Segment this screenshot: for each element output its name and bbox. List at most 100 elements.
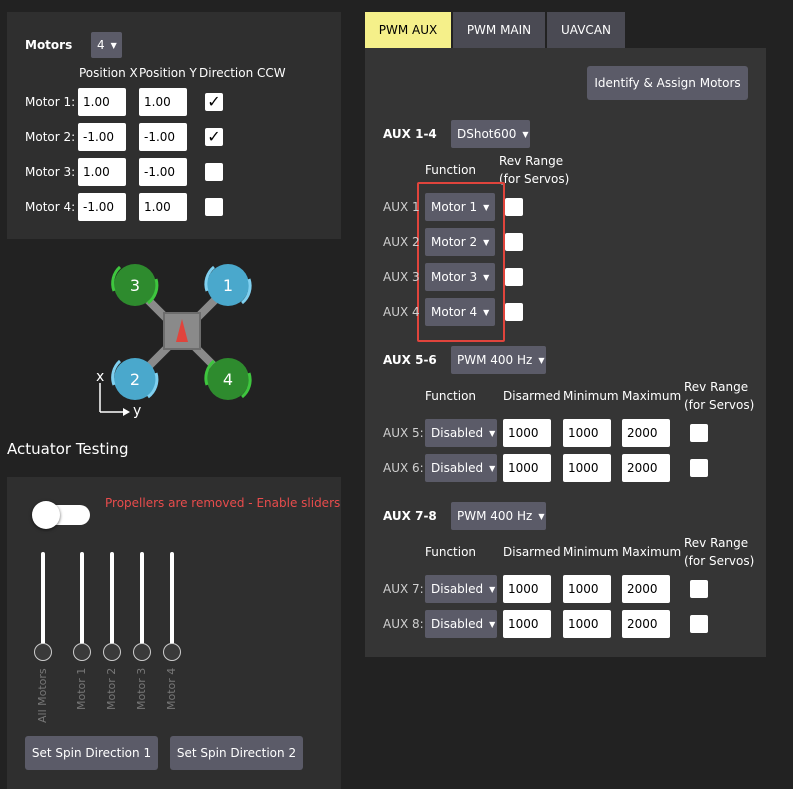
col-disarmed: Disarmed <box>503 545 561 559</box>
motor-4-position-x[interactable]: -1.00 <box>78 193 126 221</box>
motor-count-dropdown[interactable]: 4▼ <box>91 32 122 58</box>
aux-7-disarmed-input[interactable]: 1000 <box>503 575 551 603</box>
quad-diagram: 3 1 2 4 x y <box>96 264 252 419</box>
tab-pwm-main[interactable]: PWM MAIN <box>453 12 545 48</box>
chevron-down-icon: ▼ <box>483 237 490 247</box>
aux-2-function-value: Motor 2 <box>431 235 478 249</box>
axis-x-label: x <box>96 369 104 385</box>
col-position-x: Position X <box>79 66 138 80</box>
slider-knob[interactable] <box>103 643 121 661</box>
chevron-down-icon: ▼ <box>489 428 496 438</box>
col-rev-range: Rev Range <box>499 154 564 168</box>
aux-5-minimum-input[interactable]: 1000 <box>563 419 611 447</box>
slider-motor-4[interactable] <box>170 552 174 652</box>
chevron-down-icon: ▼ <box>483 272 490 282</box>
motor-4-position-y[interactable]: 1.00 <box>139 193 187 221</box>
motor-1-label: 1 <box>223 276 233 295</box>
chevron-down-icon: ▼ <box>489 463 496 473</box>
motor-1-position-x[interactable]: 1.00 <box>78 88 126 116</box>
aux-8-rev-range-checkbox[interactable] <box>690 615 708 633</box>
col-rev-range-sub: (for Servos) <box>684 398 755 412</box>
motor-2-position-x[interactable]: -1.00 <box>78 123 126 151</box>
motor-1-ccw-checkbox[interactable]: ✓ <box>205 93 223 111</box>
chevron-down-icon: ▼ <box>522 129 529 139</box>
motor-4-label: 4 <box>223 370 233 389</box>
rotation-arrow-icon <box>204 359 216 386</box>
identify-assign-motors-button[interactable]: Identify & Assign Motors <box>587 66 748 100</box>
aux-5-6-protocol-dropdown[interactable]: PWM 400 Hz▼ <box>451 346 546 374</box>
set-spin-direction-2-button[interactable]: Set Spin Direction 2 <box>170 736 303 770</box>
col-position-y: Position Y <box>139 66 197 80</box>
slider-motor-2[interactable] <box>110 552 114 652</box>
motor-4-ccw-checkbox[interactable] <box>205 198 223 216</box>
rotation-arrow-icon <box>111 359 122 386</box>
aux-5-6-title: AUX 5-6 <box>383 353 437 367</box>
aux-5-disarmed-input[interactable]: 1000 <box>503 419 551 447</box>
actuator-testing-title: Actuator Testing <box>7 440 129 458</box>
aux-5-maximum-input[interactable]: 2000 <box>622 419 670 447</box>
aux-5-6-protocol-value: PWM 400 Hz <box>457 353 533 367</box>
motor-2-ccw-checkbox[interactable]: ✓ <box>205 128 223 146</box>
aux-row-label: AUX 5: <box>383 426 424 440</box>
slider-knob[interactable] <box>34 643 52 661</box>
aux-3-function-dropdown[interactable]: Motor 3▼ <box>425 263 495 291</box>
aux-8-disarmed-input[interactable]: 1000 <box>503 610 551 638</box>
aux-6-function-value: Disabled <box>431 461 484 475</box>
col-rev-range-sub: (for Servos) <box>684 554 755 568</box>
motor-1-position-y[interactable]: 1.00 <box>139 88 187 116</box>
axis-y-arrow-icon <box>123 408 130 416</box>
aux-5-rev-range-checkbox[interactable] <box>690 424 708 442</box>
col-rev-range-sub: (for Servos) <box>499 172 570 186</box>
aux-6-rev-range-checkbox[interactable] <box>690 459 708 477</box>
aux-7-minimum-input[interactable]: 1000 <box>563 575 611 603</box>
aux-4-function-dropdown[interactable]: Motor 4▼ <box>425 298 495 326</box>
motor-row-label: Motor 2: <box>25 130 76 144</box>
slider-all-motors[interactable] <box>41 552 45 652</box>
col-disarmed: Disarmed <box>503 389 561 403</box>
function-highlight-box <box>417 182 505 342</box>
motor-3-ccw-checkbox[interactable] <box>205 163 223 181</box>
set-spin-direction-1-button[interactable]: Set Spin Direction 1 <box>25 736 158 770</box>
aux-6-minimum-input[interactable]: 1000 <box>563 454 611 482</box>
aux-3-rev-range-checkbox[interactable] <box>505 268 523 286</box>
chevron-down-icon: ▼ <box>489 619 496 629</box>
aux-1-rev-range-checkbox[interactable] <box>505 198 523 216</box>
aux-8-function-value: Disabled <box>431 617 484 631</box>
aux-6-function-dropdown[interactable]: Disabled ▼ <box>425 454 497 482</box>
aux-4-rev-range-checkbox[interactable] <box>505 303 523 321</box>
motor-row-label: Motor 3: <box>25 165 76 179</box>
aux-row-label: AUX 3 <box>383 270 420 284</box>
aux-7-function-dropdown[interactable]: Disabled▼ <box>425 575 497 603</box>
aux-6-disarmed-input[interactable]: 1000 <box>503 454 551 482</box>
tab-uavcan[interactable]: UAVCAN <box>547 12 625 48</box>
slider-motor-3[interactable] <box>140 552 144 652</box>
aux-7-rev-range-checkbox[interactable] <box>690 580 708 598</box>
slider-knob[interactable] <box>133 643 151 661</box>
aux-5-function-dropdown[interactable]: Disabled▼ <box>425 419 497 447</box>
slider-knob[interactable] <box>73 643 91 661</box>
aux-7-8-protocol-dropdown[interactable]: PWM 400 Hz▼ <box>451 502 546 530</box>
axis-y-label: y <box>133 403 141 419</box>
motor-1-rotor <box>207 264 249 306</box>
aux-8-function-dropdown[interactable]: Disabled ▼ <box>425 610 497 638</box>
pwm-aux-panel <box>365 48 766 657</box>
motor-2-label: 2 <box>130 370 140 389</box>
motor-3-position-x[interactable]: 1.00 <box>78 158 126 186</box>
aux-1-4-protocol-value: DShot600 <box>457 127 517 141</box>
aux-8-minimum-input[interactable]: 1000 <box>563 610 611 638</box>
aux-1-function-dropdown[interactable]: Motor 1▼ <box>425 193 495 221</box>
motor-3-position-y[interactable]: -1.00 <box>139 158 187 186</box>
aux-7-maximum-input[interactable]: 2000 <box>622 575 670 603</box>
motor-2-position-y[interactable]: -1.00 <box>139 123 187 151</box>
slider-knob[interactable] <box>163 643 181 661</box>
aux-6-maximum-input[interactable]: 2000 <box>622 454 670 482</box>
tab-pwm-aux[interactable]: PWM AUX <box>365 12 451 48</box>
aux-2-rev-range-checkbox[interactable] <box>505 233 523 251</box>
slider-motor-1[interactable] <box>80 552 84 652</box>
aux-2-function-dropdown[interactable]: Motor 2 ▼ <box>425 228 495 256</box>
aux-8-maximum-input[interactable]: 2000 <box>622 610 670 638</box>
aux-row-label: AUX 8: <box>383 617 424 631</box>
motor-2-rotor <box>114 358 156 400</box>
aux-1-4-protocol-dropdown[interactable]: DShot600 ▼ <box>451 120 530 148</box>
heading-arrow-icon <box>176 319 188 342</box>
